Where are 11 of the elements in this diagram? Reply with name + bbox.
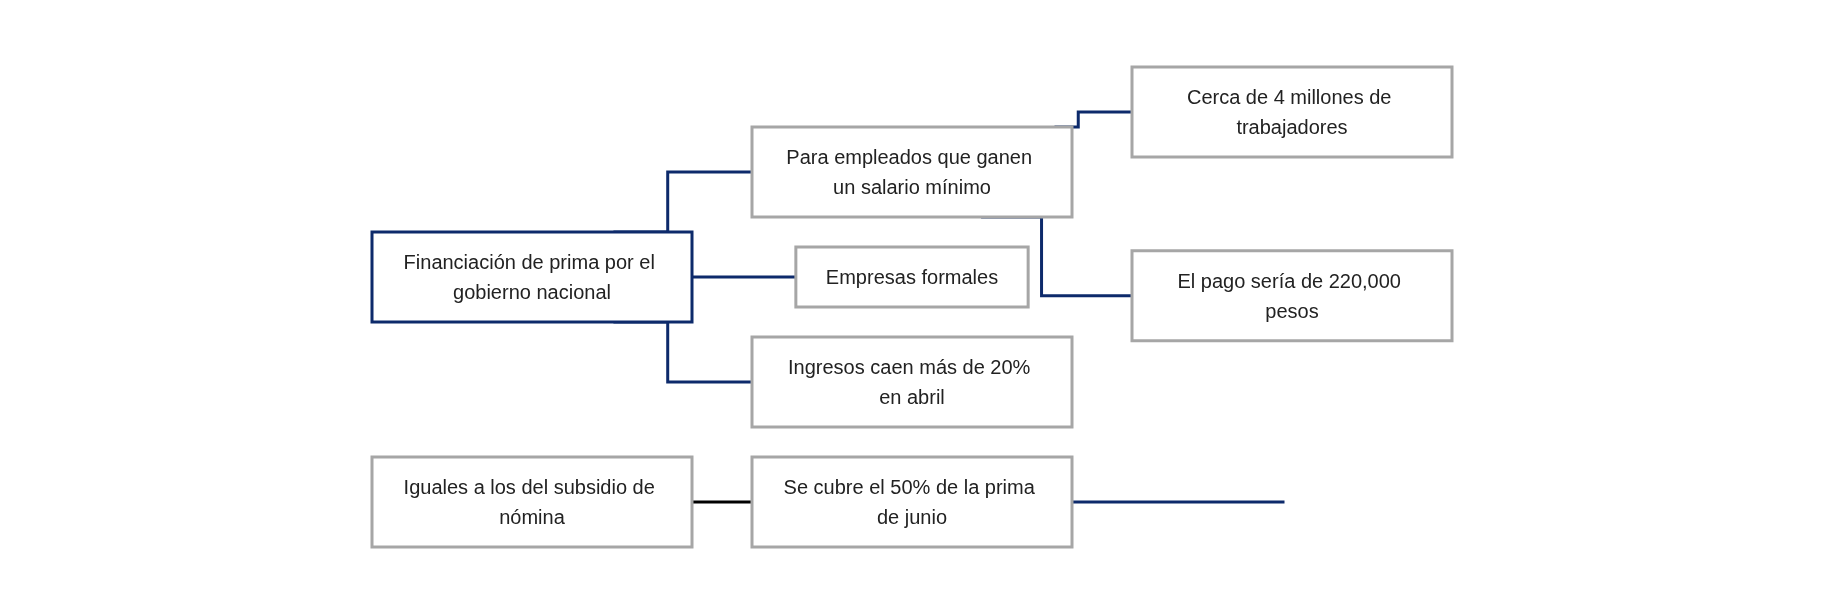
- node-box: Iguales a los del subsidio de nómina: [370, 455, 694, 548]
- node-box: Se cubre el 50% de la prima de junio: [750, 455, 1074, 548]
- node-box: Ingresos caen más de 20% en abril: [750, 335, 1074, 428]
- connector: [692, 275, 796, 278]
- node-box: Empresas formales: [794, 245, 1030, 308]
- node-box: Cerca de 4 millones de trabajadores: [1130, 65, 1454, 158]
- node-box: El pago sería de 220,000 pesos: [1130, 248, 1454, 342]
- connector: [1072, 500, 1285, 503]
- node-box: Para empleados que ganen un salario mínimo: [750, 125, 1074, 218]
- connector: [692, 500, 752, 503]
- node-box: Financiación de prima por el gobierno nacional: [370, 230, 694, 323]
